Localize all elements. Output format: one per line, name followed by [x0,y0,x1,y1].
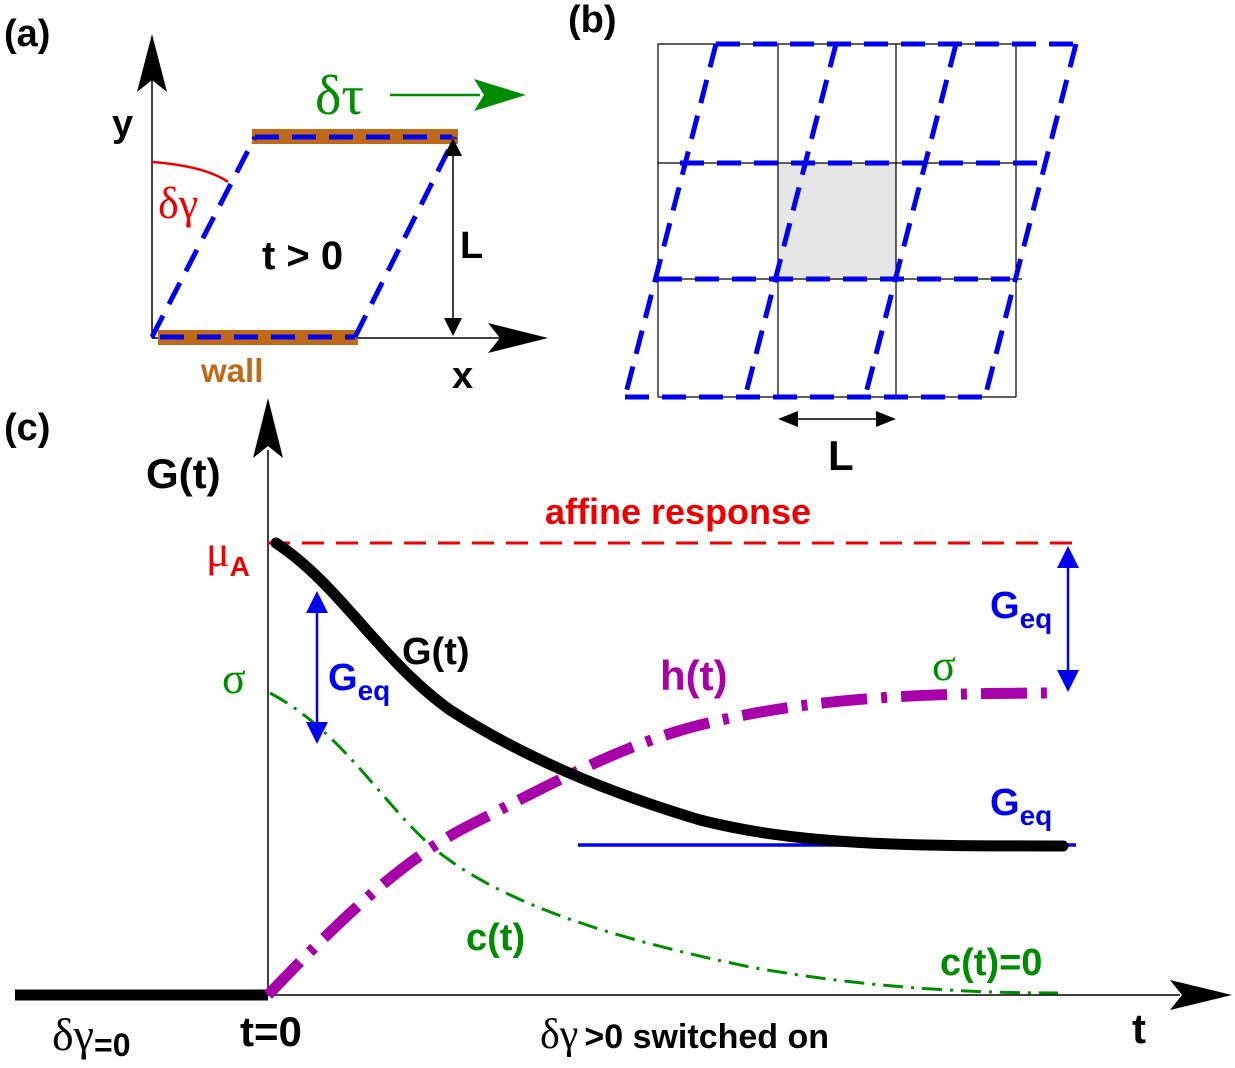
ht-curve-label: h(t) [660,652,728,699]
panel-b: (b) L [568,0,1079,479]
panel-c: (c) G(t) t affine response μA G(t) h(t) … [4,398,1232,1063]
geq-right-arrowhead-bottom [1057,670,1079,692]
panel-a: (a) y x wall δγ δτ t > 0 L [4,13,548,397]
sheared-box [149,134,458,340]
ct-curve-label: c(t) [466,917,525,959]
central-cell [778,163,896,280]
relaxation-x-arrowhead [1170,980,1232,1010]
strain-off-label: δγ=0 [52,1009,131,1063]
geq-left-arrowhead-bottom [306,722,328,744]
ct-curve [269,691,1059,995]
relaxation-y-arrowhead [253,398,283,458]
strain-angle-arc [151,160,229,184]
ht-curve [264,687,1059,999]
sigma-right-label: σ [932,641,956,690]
cell-size-arrow-right [876,411,896,427]
geq-left-arrowhead-top [306,591,328,613]
length-arrow-bottom [444,318,462,336]
panel-a-x-label: x [452,355,473,397]
t-zero-label: t=0 [240,1008,302,1055]
geq-right-label: Geq [990,585,1052,634]
time-label: t > 0 [262,234,343,278]
cell-size-label: L [828,432,854,479]
panel-a-y-arrowhead [137,34,167,92]
wall-label: wall [200,352,263,389]
stress-arrowhead [474,79,526,111]
length-label: L [460,225,483,267]
cell-size-arrow-left [778,411,798,427]
panel-a-x-arrowhead [488,323,548,353]
geq-right-arrowhead-top [1057,546,1079,568]
gt-curve-label: G(t) [402,631,470,673]
panel-b-label: (b) [568,0,617,41]
panel-a-label: (a) [4,13,50,55]
gt-curve [270,537,1069,852]
sigma-left-label: σ [222,654,246,703]
strain-angle-label: δγ [158,179,198,228]
panel-c-label: (c) [4,407,50,449]
relaxation-y-label: G(t) [146,450,221,497]
panel-a-y-label: y [112,103,133,145]
top-wall [252,129,458,144]
relaxation-x-label: t [1132,1005,1146,1052]
affine-response-label: affine response [545,491,811,532]
geq-left-label: Geq [328,657,390,706]
mu-a-label: μA [206,527,250,582]
sheared-grid [622,41,1079,400]
strain-on-label: δγ>0 switched on [540,1012,829,1058]
geq-line-label: Geq [990,782,1052,831]
ct-zero-label: c(t)=0 [940,942,1042,984]
length-arrow-top [444,138,462,156]
stress-label: δτ [315,65,364,127]
